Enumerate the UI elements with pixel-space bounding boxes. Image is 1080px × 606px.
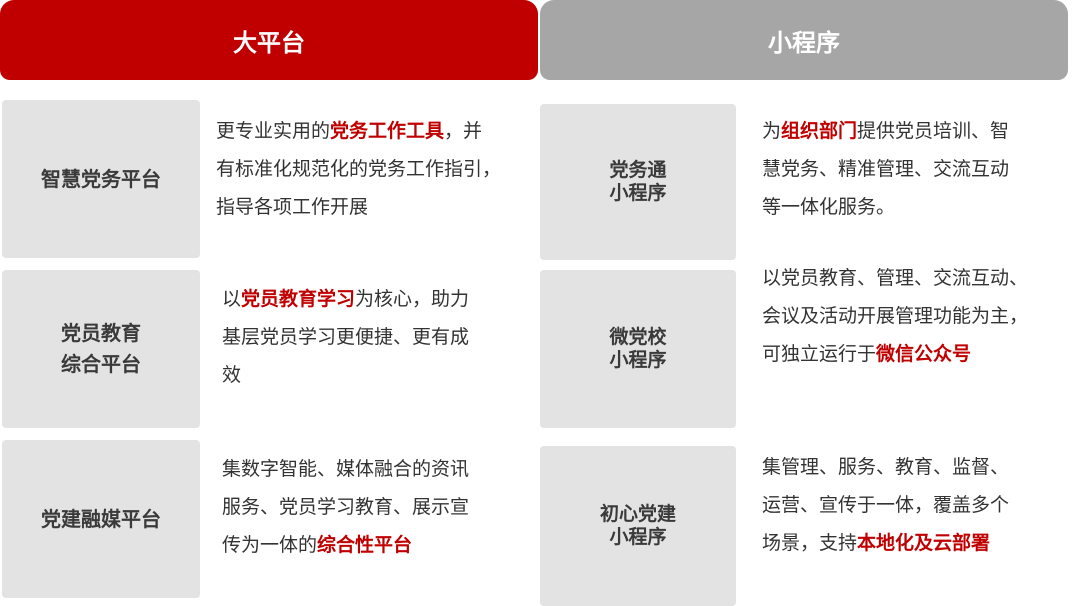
program-card-chuxin: 初心党建 小程序	[540, 446, 736, 606]
platform-desc-smart-party: 更专业实用的党务工作工具，并 有标准化规范化的党务工作指引， 指导各项工作开展	[216, 120, 502, 218]
platform-card-media-fusion: 党建融媒平台	[2, 440, 200, 598]
platform-desc-media-fusion: 集数字智能、媒体融合的资讯 服务、党员学习教育、展示宣 传为一体的综合性平台	[222, 458, 470, 556]
platform-desc-member-education: 以党员教育学习为核心，助力 基层党员学习更便捷、更有成 效	[222, 288, 470, 386]
program-card-dangwutong: 党务通 小程序	[540, 104, 736, 260]
platform-card-member-education: 党员教育 综合平台	[2, 270, 200, 428]
program-card-weidangxiao: 微党校 小程序	[540, 270, 736, 428]
header-mini-program: 小程序	[540, 0, 1068, 80]
program-desc-weidangxiao: 以党员教育、管理、交流互动、 会议及活动开展管理功能为主， 可独立运行于微信公众…	[762, 267, 1029, 365]
program-desc-dangwutong: 为组织部门提供党员培训、智 慧党务、精准管理、交流互动 等一体化服务。	[762, 120, 1010, 218]
platform-card-smart-party: 智慧党务平台	[2, 100, 200, 258]
header-big-platform: 大平台	[0, 0, 538, 80]
program-desc-chuxin: 集管理、服务、教育、监督、 运营、宣传于一体，覆盖多个 场景，支持本地化及云部署	[762, 456, 1010, 554]
